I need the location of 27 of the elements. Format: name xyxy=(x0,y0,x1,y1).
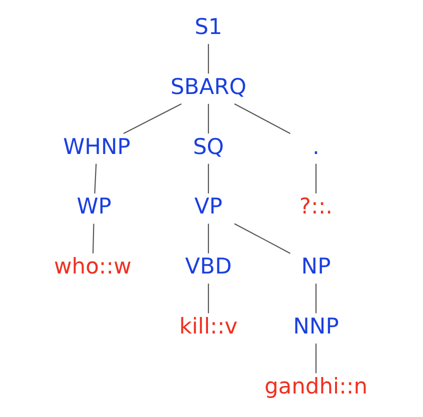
node-text: S1 xyxy=(194,14,222,40)
node-text: gandhi::n xyxy=(264,374,368,400)
connector xyxy=(208,44,209,74)
node-text: SBARQ xyxy=(170,74,246,100)
connector xyxy=(92,224,94,254)
node-text: WHNP xyxy=(63,134,130,160)
connector xyxy=(315,164,317,194)
connector xyxy=(208,224,209,254)
connector xyxy=(123,103,182,134)
node-text: NP xyxy=(301,254,331,280)
node-text: ?::. xyxy=(299,194,333,220)
node-text: . xyxy=(312,134,320,160)
connector xyxy=(94,164,97,194)
node-text: who::w xyxy=(54,254,132,280)
node-text: kill::v xyxy=(179,314,238,340)
node-text: VP xyxy=(194,194,222,220)
node-text: NNP xyxy=(293,314,339,340)
connector xyxy=(208,104,209,134)
node-text: WP xyxy=(76,194,112,220)
connector xyxy=(315,344,317,374)
node-text: SQ xyxy=(192,134,224,160)
connector xyxy=(234,223,290,254)
connector xyxy=(315,284,317,314)
node-text: VBD xyxy=(185,254,232,280)
connector xyxy=(234,103,290,134)
connector xyxy=(208,284,209,314)
connector xyxy=(208,164,209,194)
